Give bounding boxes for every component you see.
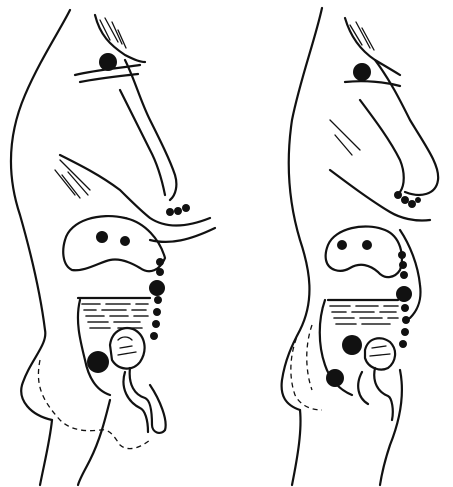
left-back-outline — [11, 10, 70, 420]
left-tube-2 — [123, 372, 148, 432]
right-organ-dot-2 — [362, 240, 372, 250]
right-back-outline — [282, 8, 322, 410]
left-lower-body — [78, 300, 110, 395]
left-hand-dot-2 — [174, 207, 182, 215]
left-belly-line — [150, 228, 215, 242]
left-bladder-shade — [118, 337, 136, 355]
right-organ-outline — [326, 226, 402, 277]
right-neck-dot — [353, 63, 371, 81]
left-hatch-block — [78, 298, 150, 328]
right-chest — [375, 60, 438, 195]
right-chest-shade — [330, 120, 360, 155]
left-arm — [125, 60, 176, 200]
left-organ-outline — [63, 216, 165, 271]
right-leg — [380, 370, 402, 485]
figure-right — [282, 8, 439, 485]
left-hand-dot-3 — [182, 204, 190, 212]
right-lower-dot-1 — [342, 335, 362, 355]
left-strap-lower — [80, 74, 138, 82]
right-chest-inner — [360, 100, 404, 192]
right-organ-dot-1 — [337, 240, 347, 250]
right-tube — [374, 368, 393, 420]
left-hand-dot-1 — [166, 208, 174, 216]
right-hand-dot-4 — [415, 197, 421, 203]
right-hand-dot-1 — [394, 191, 402, 199]
right-hatch-block — [328, 300, 398, 324]
right-dashed-inner — [307, 325, 312, 390]
left-front-line — [60, 155, 210, 226]
right-hand-dot-2 — [401, 196, 409, 204]
right-bladder-shade — [370, 346, 390, 356]
left-shade-chest — [55, 160, 90, 198]
left-leg — [78, 400, 110, 485]
right-leg-back — [292, 410, 301, 485]
right-dashed-outline — [291, 330, 322, 410]
right-hand-dot-3 — [408, 200, 416, 208]
left-shade-neck — [100, 18, 126, 48]
left-organ-dot-1 — [96, 231, 108, 243]
left-neck-dot — [99, 53, 117, 71]
right-tube-2 — [358, 372, 368, 404]
figure-left — [11, 10, 215, 485]
left-lower-dot — [87, 351, 109, 373]
left-bladder — [110, 328, 145, 368]
right-lower-dot-2 — [326, 369, 344, 387]
left-leg-back — [40, 420, 52, 485]
left-organ-dot-2 — [120, 236, 130, 246]
